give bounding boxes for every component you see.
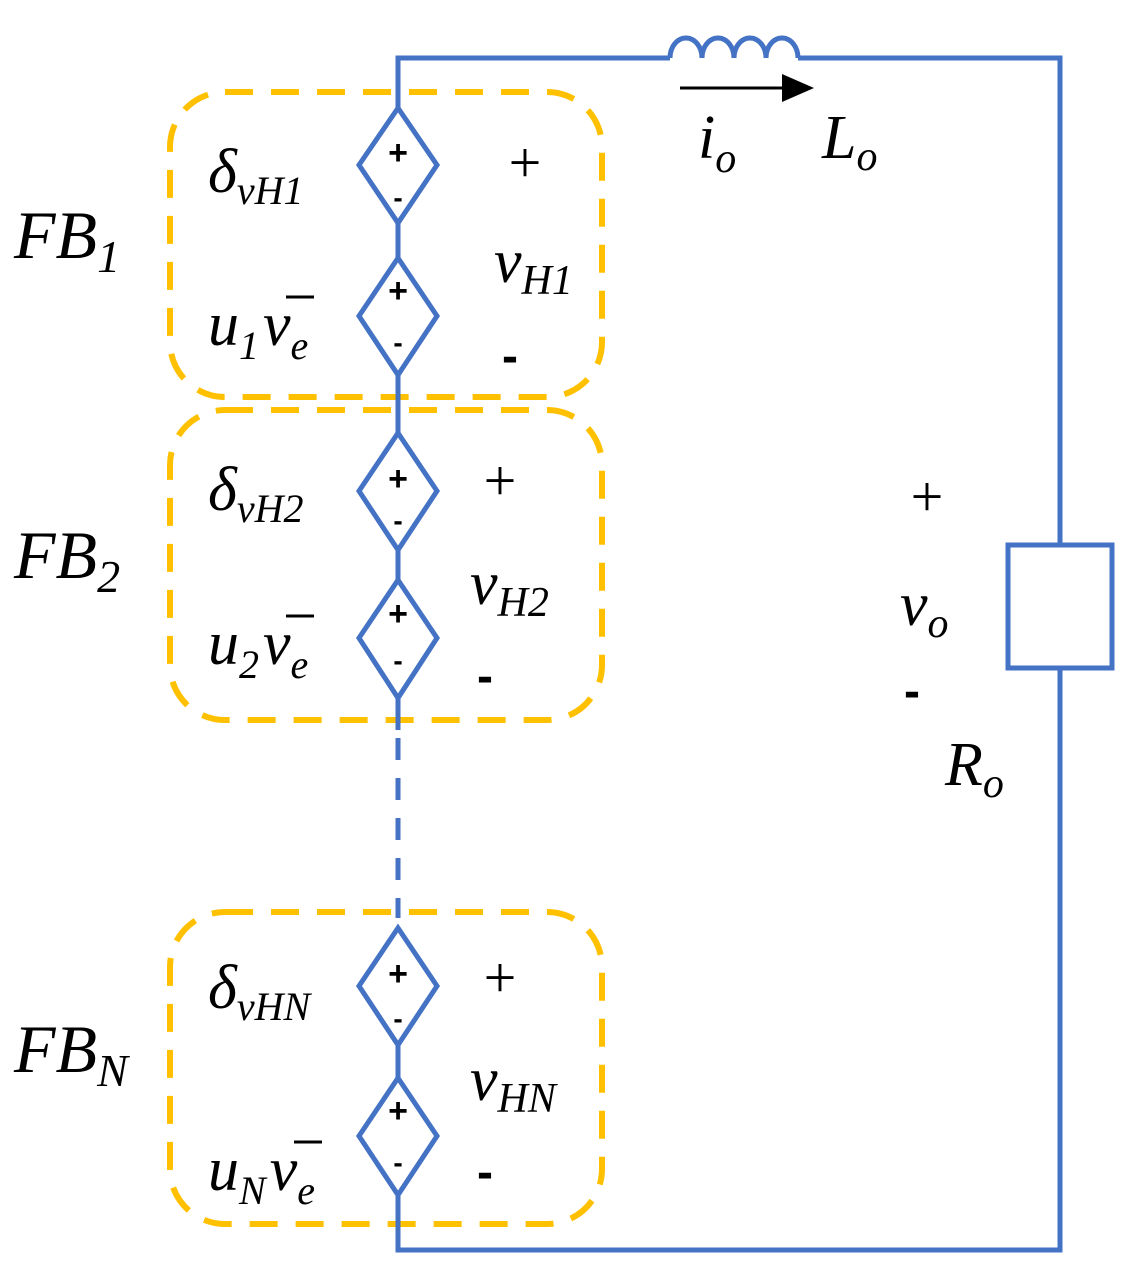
current-arrow (680, 74, 814, 102)
fb2-plus: + (484, 448, 517, 513)
fb1-u-ve-label: u1ve (208, 291, 308, 368)
src3-minus: - (393, 505, 402, 536)
fb2-label: FB2 (13, 517, 120, 602)
fb1-delta-label: δvH1 (208, 138, 303, 213)
fb1-outline (167, 89, 605, 400)
load-plus: + (911, 464, 944, 529)
src6-minus: - (393, 1147, 402, 1178)
src3-plus: + (388, 460, 408, 498)
src1-plus: + (388, 134, 408, 172)
src2-minus: - (393, 327, 402, 358)
src6-plus: + (388, 1092, 408, 1130)
top-wire-left (395, 55, 670, 108)
right-wire (395, 55, 1063, 1253)
src5-minus: - (393, 1003, 402, 1034)
source-u2-ve (356, 575, 440, 703)
src5-plus: + (388, 955, 408, 993)
src2-plus: + (388, 272, 408, 310)
inductor-coil (667, 35, 801, 59)
load-voltage-label: vo (900, 571, 949, 647)
fbn-minus: - (477, 1146, 493, 1199)
load-resistor (1005, 542, 1115, 671)
resistor-label: Ro (944, 731, 1004, 807)
fb2-u-ve-label: u2ve (208, 610, 308, 687)
fb2-minus: - (477, 650, 493, 703)
fbn-delta-label: δvHN (208, 954, 312, 1029)
fbn-label: FBN (13, 1011, 130, 1096)
inductor-label: Lo (821, 104, 877, 180)
src1-minus: - (393, 182, 402, 213)
fb1-plus: + (509, 130, 542, 195)
fbn-plus: + (484, 945, 517, 1010)
fbn-u-ve-label: uNve (208, 1136, 315, 1213)
source-delta-vhn (355, 923, 441, 1050)
current-label: io (698, 104, 736, 182)
source-u1-ve (355, 253, 441, 380)
source-un-ve (355, 1073, 441, 1200)
fbn-outline (167, 909, 605, 1227)
fbn-voltage-label: vHN (470, 1046, 558, 1122)
fb2-outline (167, 407, 605, 723)
fb1-minus: - (502, 330, 518, 383)
fb1-label: FB1 (13, 197, 120, 282)
fb2-voltage-label: vH2 (470, 550, 549, 626)
source-delta-vh1 (355, 103, 441, 228)
src4-plus: + (388, 595, 408, 633)
source-polarity-signs: + - + - + - + - + - + - (388, 134, 408, 1178)
source-delta-vh2 (355, 428, 441, 555)
fb1-voltage-label: vH1 (494, 228, 573, 304)
src4-minus: - (393, 645, 402, 676)
load-minus: - (904, 665, 920, 718)
fb2-delta-label: δvH2 (208, 456, 303, 531)
